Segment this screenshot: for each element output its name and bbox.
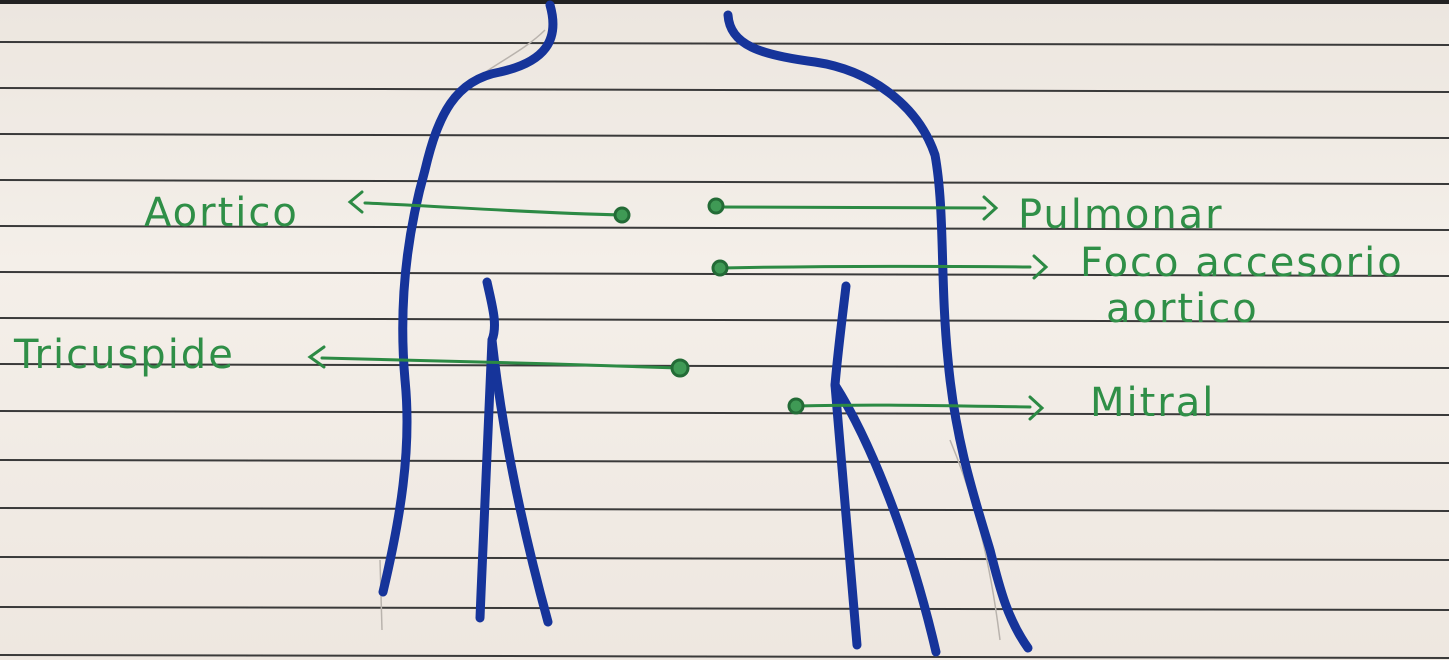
annotation-tricuspide: Tricuspide [13, 332, 688, 378]
arrowhead-right-icon [1030, 397, 1042, 419]
right-arm-inner-line [835, 286, 857, 645]
leader-line [322, 358, 678, 368]
torso-outline [383, 5, 1028, 652]
label-aortico: Aortico [144, 190, 299, 236]
left-arm-outer-line [492, 340, 548, 622]
label-foco-accesorio-line1: Foco accesorio [1080, 240, 1404, 286]
focus-point-pulmonar [709, 199, 723, 213]
leader-line [716, 207, 985, 208]
torso-right-side [728, 15, 1028, 648]
label-tricuspide: Tricuspide [13, 332, 235, 378]
left-arm-inner-line [480, 282, 495, 618]
leader-line [365, 203, 622, 215]
ruled-line [0, 508, 1449, 511]
torso-left-side [383, 5, 553, 592]
ruled-line [0, 134, 1449, 138]
annotation-aortico: Aortico [144, 190, 629, 236]
focus-point-tricuspide [672, 360, 688, 376]
ruled-line [0, 411, 1449, 415]
focus-point-foco-accesorio [713, 261, 727, 275]
ruled-line [0, 460, 1449, 463]
arrowhead-left-icon [350, 192, 362, 212]
focus-point-aortico [615, 208, 629, 222]
ruled-line [0, 88, 1449, 92]
ruled-line [0, 607, 1449, 610]
label-mitral: Mitral [1090, 380, 1215, 426]
focus-point-mitral [789, 399, 803, 413]
page-top-edge [0, 0, 1449, 4]
annotation-pulmonar: Pulmonar [709, 192, 1224, 238]
ruled-line [0, 180, 1449, 184]
ruled-line [0, 655, 1449, 658]
ruled-line [0, 42, 1449, 45]
leader-line [798, 405, 1030, 407]
leader-line [722, 266, 1030, 268]
label-pulmonar: Pulmonar [1018, 192, 1224, 238]
ruled-line [0, 557, 1449, 560]
annotation-foco-accesorio: Foco accesorio aortico [713, 240, 1404, 332]
label-foco-accesorio-line2: aortico [1106, 286, 1259, 332]
